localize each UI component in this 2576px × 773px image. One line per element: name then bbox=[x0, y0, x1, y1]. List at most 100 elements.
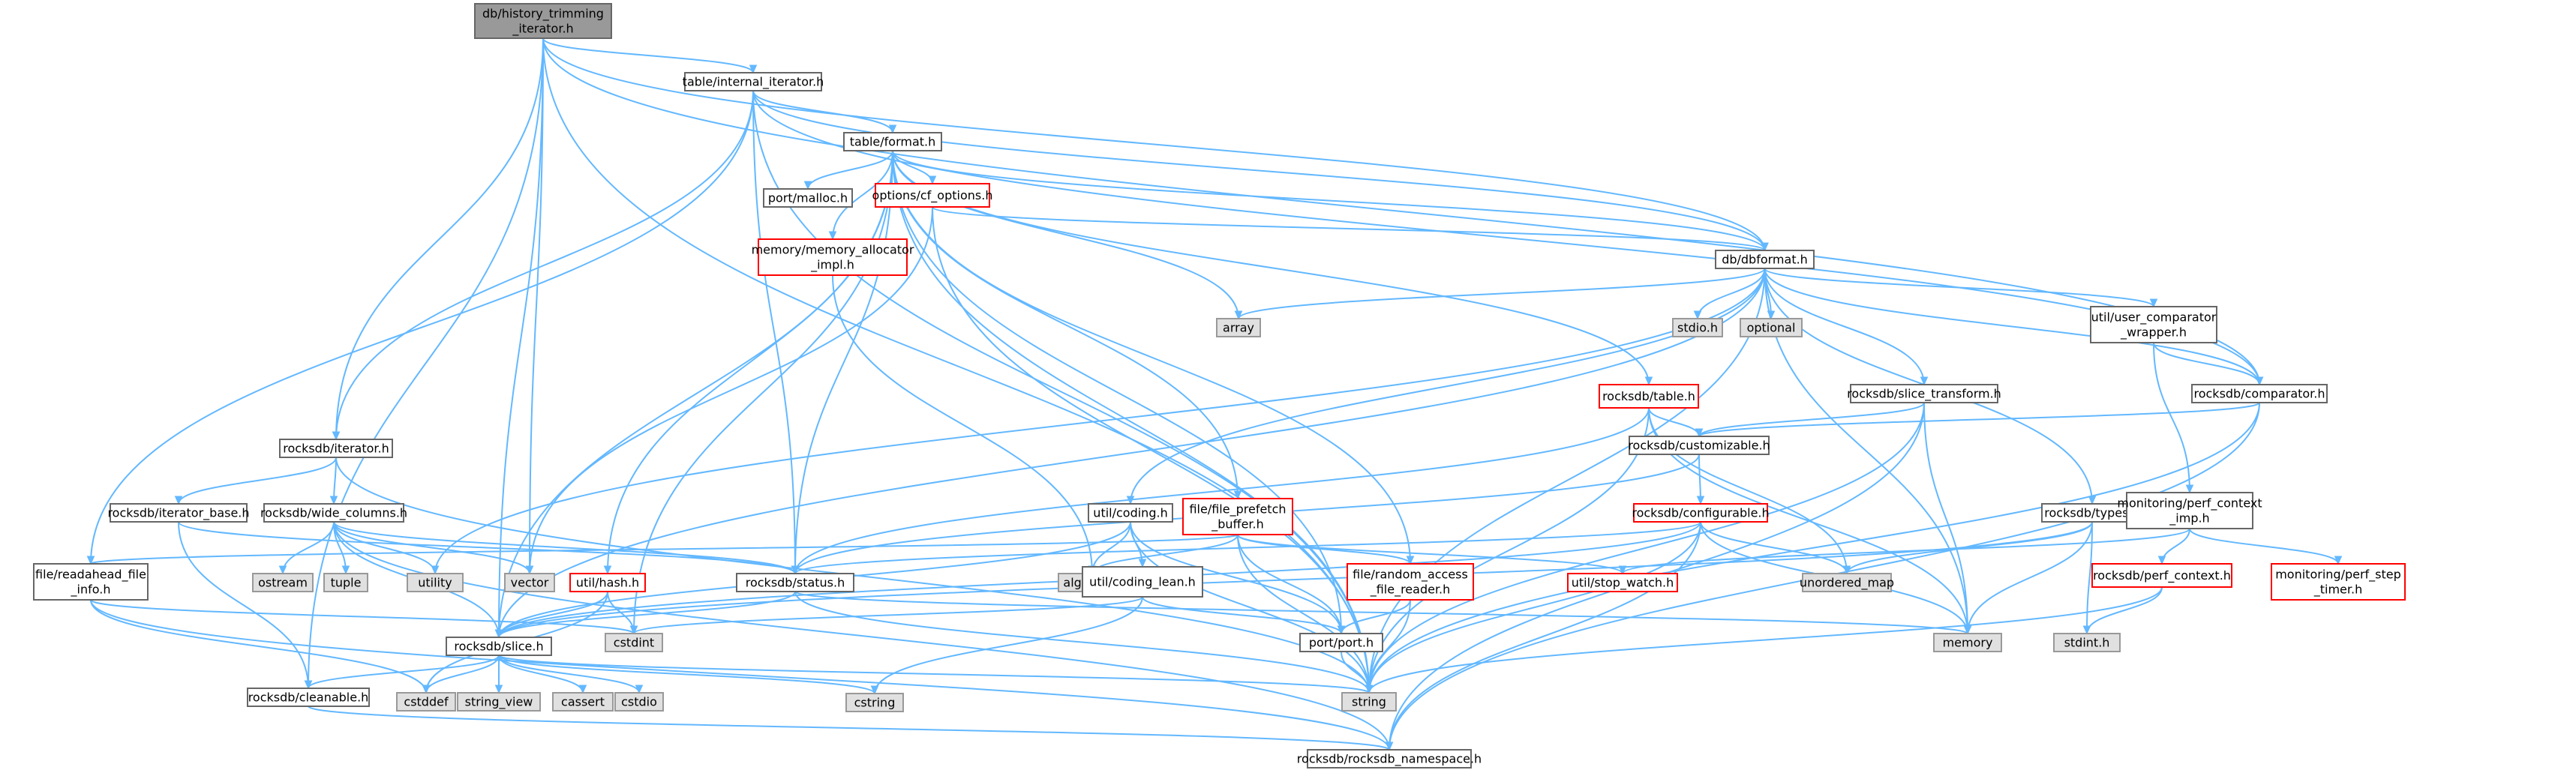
node-port-malloc[interactable]: port/malloc.h bbox=[763, 188, 853, 208]
dependency-edge-wide_columns-to-utility bbox=[333, 521, 440, 575]
edge-line bbox=[90, 599, 1390, 751]
node-customizable[interactable]: rocksdb/customizable.h bbox=[1628, 436, 1770, 455]
node-dbformat[interactable]: db/dbformat.h bbox=[1715, 250, 1815, 269]
node-label: rocksdb/slice.h bbox=[454, 640, 543, 654]
node-vector: vector bbox=[504, 573, 555, 592]
dependency-edge-slice-to-cstddef bbox=[422, 655, 500, 694]
node-label: _buffer.h bbox=[1211, 517, 1264, 532]
node-rtable[interactable]: rocksdb/table.h bbox=[1599, 384, 1699, 409]
node-file-prefetch[interactable]: file/file_prefetch_buffer.h bbox=[1182, 498, 1293, 535]
node-root[interactable]: db/history_trimming_iterator.h bbox=[474, 3, 612, 39]
dependency-edge-cleanable-to-namespace bbox=[308, 706, 1394, 751]
node-label: optional bbox=[1747, 321, 1796, 335]
node-label: util/coding.h bbox=[1093, 506, 1167, 520]
edge-line bbox=[498, 655, 875, 694]
edge-line bbox=[1368, 599, 1411, 694]
node-random-access[interactable]: file/random_access_file_reader.h bbox=[1347, 563, 1474, 601]
edge-line bbox=[90, 599, 635, 634]
node-slice[interactable]: rocksdb/slice.h bbox=[446, 637, 552, 656]
edge-arrowhead bbox=[2157, 556, 2166, 565]
node-string: string bbox=[1341, 692, 1397, 712]
node-perf-step-timer[interactable]: monitoring/perf_step_timer.h bbox=[2271, 563, 2406, 601]
node-label: cassert bbox=[561, 695, 605, 709]
node-label: string_view bbox=[465, 695, 533, 710]
dependency-edge-rtable-to-customizable bbox=[1648, 407, 1704, 438]
node-namespace[interactable]: rocksdb/rocksdb_namespace.h bbox=[1297, 749, 1482, 769]
edge-line bbox=[90, 599, 427, 694]
node-mem-alloc[interactable]: memory/memory_allocator_impl.h bbox=[752, 238, 914, 276]
dependency-edge-comparator-to-customizable bbox=[1695, 402, 2260, 438]
node-cstdint: cstdint bbox=[605, 633, 663, 652]
edge-line bbox=[178, 521, 309, 689]
node-coding-lean[interactable]: util/coding_lean.h bbox=[1082, 566, 1203, 598]
edge-arrowhead bbox=[1693, 310, 1702, 320]
node-cleanable[interactable]: rocksdb/cleanable.h bbox=[247, 688, 370, 707]
dependency-edge-coding_lean-to-cstdint bbox=[629, 596, 1143, 635]
dependency-edge-slice-to-cstdio bbox=[498, 655, 644, 694]
node-label: util/hash.h bbox=[576, 576, 639, 590]
node-perf-context[interactable]: rocksdb/perf_context.h bbox=[2091, 563, 2232, 588]
edge-line bbox=[1923, 402, 1968, 634]
node-perf-context-imp[interactable]: monitoring/perf_context_imp.h bbox=[2117, 492, 2262, 529]
node-box bbox=[504, 573, 555, 592]
node-label: memory bbox=[1943, 636, 1993, 650]
node-iterator-base[interactable]: rocksdb/iterator_base.h bbox=[107, 503, 250, 523]
node-readahead[interactable]: file/readahead_file_info.h bbox=[33, 563, 149, 601]
edge-line bbox=[333, 521, 1390, 751]
node-box bbox=[2126, 492, 2253, 529]
edge-line bbox=[832, 274, 1093, 574]
dependency-edge-iterator_base-to-cleanable bbox=[178, 521, 313, 690]
node-stop-watch[interactable]: util/stop_watch.h bbox=[1567, 573, 1678, 592]
node-label: cstring bbox=[854, 696, 896, 710]
node-box bbox=[763, 188, 853, 208]
edge-arrowhead bbox=[1695, 428, 1704, 438]
dependency-edge-slice_transform-to-customizable bbox=[1695, 402, 1925, 438]
edge-line bbox=[335, 37, 544, 440]
dependency-edge-internal_iterator-to-format bbox=[752, 90, 897, 134]
edge-line bbox=[752, 90, 893, 133]
edge-line bbox=[1622, 528, 2190, 574]
node-label: _impl.h bbox=[810, 258, 854, 273]
node-coding[interactable]: util/coding.h bbox=[1088, 503, 1173, 523]
edge-arrowhead bbox=[1761, 242, 1769, 252]
edge-arrowhead bbox=[1842, 565, 1851, 575]
edge-line bbox=[1764, 268, 2260, 385]
node-riterator[interactable]: rocksdb/iterator.h bbox=[279, 439, 393, 458]
node-comparator[interactable]: rocksdb/comparator.h bbox=[2191, 384, 2328, 403]
edge-arrowhead bbox=[1138, 559, 1147, 568]
dependency-edge-wide_columns-to-ostream bbox=[278, 521, 335, 575]
node-internal-iterator[interactable]: table/internal_iterator.h bbox=[683, 72, 824, 91]
edge-line bbox=[1368, 407, 1650, 694]
edge-line bbox=[1142, 596, 1342, 634]
node-label: rocksdb/configurable.h bbox=[1632, 506, 1769, 520]
dependency-edge-dbformat-to-slice_transform bbox=[1764, 268, 1929, 386]
node-cf-options[interactable]: options/cf_options.h bbox=[872, 183, 993, 208]
node-wide-columns[interactable]: rocksdb/wide_columns.h bbox=[260, 503, 407, 523]
dependency-edge-wide_columns-to-namespace bbox=[333, 521, 1394, 751]
node-status[interactable]: rocksdb/status.h bbox=[736, 573, 854, 592]
edge-line bbox=[335, 90, 754, 440]
edge-line bbox=[794, 591, 1370, 694]
edge-line bbox=[542, 37, 1370, 694]
node-label: table/format.h bbox=[850, 135, 936, 149]
dependency-edge-riterator-to-wide_columns bbox=[329, 457, 338, 505]
edge-line bbox=[333, 521, 796, 574]
dependency-edge-status-to-slice bbox=[494, 591, 796, 639]
node-configurable[interactable]: rocksdb/configurable.h bbox=[1632, 503, 1770, 523]
edge-arrowhead bbox=[629, 625, 638, 635]
edge-line bbox=[1648, 407, 1700, 437]
edge-line bbox=[752, 90, 1766, 251]
node-label: file/readahead_file bbox=[35, 568, 146, 583]
node-user-cmp[interactable]: util/user_comparator_wrapper.h bbox=[2090, 306, 2217, 343]
edge-line bbox=[1764, 268, 1925, 385]
edge-line bbox=[794, 150, 893, 574]
edge-line bbox=[178, 521, 796, 574]
dependency-edge-perf_context-to-stdint_h bbox=[2082, 586, 2163, 635]
node-format[interactable]: table/format.h bbox=[843, 132, 942, 151]
node-slice-transform[interactable]: rocksdb/slice_transform.h bbox=[1847, 384, 2001, 403]
node-port-port[interactable]: port/port.h bbox=[1299, 633, 1383, 652]
dependency-edge-internal_iterator-to-readahead bbox=[86, 90, 754, 565]
node-util-hash[interactable]: util/hash.h bbox=[569, 573, 646, 592]
edge-arrowhead bbox=[86, 556, 95, 565]
edge-line bbox=[874, 596, 1143, 694]
